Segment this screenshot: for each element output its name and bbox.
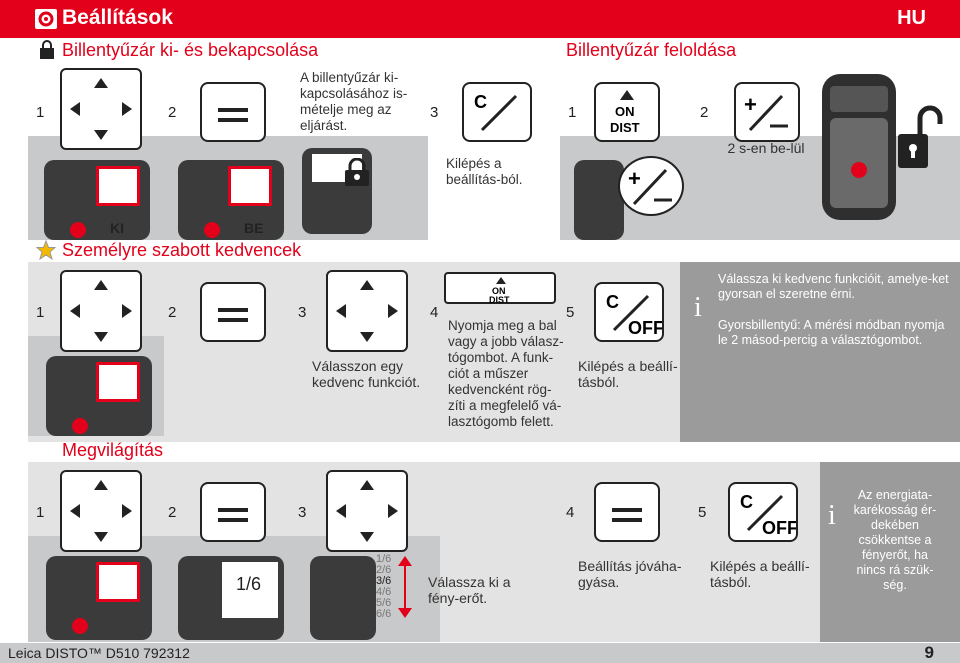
info-icon: i [694,292,702,323]
brightness-level: 1/6 [376,553,392,565]
exit-instruction: Kilépés a beállí-tásból. [710,558,810,590]
fav-shortcut-text: Gyorsbillentyű: A mérési módban nyomja l… [718,318,945,347]
light-info-text: Az energiata-karékosság ér-dekében csökk… [853,488,937,592]
repeat-instruction: A billentyűzár ki-kapcsolásához is-métel… [300,70,408,133]
step-number: 1 [568,104,577,121]
be-label: BE [244,220,264,236]
svg-text:C: C [740,492,753,512]
up-down-arrow-icon [398,556,412,623]
fav-section-title: Személyre szabott kedvencek [62,240,302,260]
unlock-section-title: Billentyűzár feloldása [566,40,737,60]
brightness-value: 1/6 [236,574,262,594]
step-number: 1 [36,504,45,521]
choose-favourite-text: Válasszon egy kedvenc funkciót. [312,358,421,390]
fav-info-text: Válassza ki kedvenc funkcióit, amelye-ke… [718,272,949,301]
unlocked-padlock-icon [896,100,946,177]
device-favourite [46,356,152,436]
navigation-pad-icon [60,270,142,352]
device-light-value [178,556,284,640]
equals-button-icon [200,82,266,142]
hold-instruction: 2 s-en be-lül [727,140,805,156]
clear-off-button-icon: C [462,82,532,142]
step-number: 2 [168,104,177,121]
confirm-text: Beállítás jóváha-gyása. [578,558,682,590]
device-be [178,160,284,240]
equals-button-icon [200,282,266,342]
step-number: 3 [430,104,439,121]
step-number: 1 [36,104,45,121]
plus-minus-button-icon: + [734,82,800,142]
device-ki [44,160,150,240]
navigation-pad-icon [326,270,408,352]
step-number: 1 [36,304,45,321]
light-info-box: i Az energiata-karékosság ér-dekében csö… [820,462,960,642]
brightness-level-selected: 3/6 [376,575,392,587]
step-number: 5 [566,304,575,321]
light-section-title: Megvilágítás [62,440,164,460]
info-icon: i [828,500,836,531]
device-light [46,556,152,640]
lock-icon [38,40,56,65]
page-title: Beállítások [62,6,173,29]
language-code: HU [897,7,926,29]
brightness-level: 4/6 [376,586,392,598]
equals-button-icon [594,482,660,542]
fav-info-box: i Válassza ki kedvenc funkcióit, amelye-… [680,262,960,442]
lock-section-title: Billentyűzár ki- és bekapcsolása [62,40,319,60]
equals-button-icon [200,482,266,542]
star-icon [35,239,57,265]
exit-instruction: Kilépés a beállítás-ból. [446,156,523,187]
step-number: 2 [168,304,177,321]
device-front [822,74,896,220]
svg-text:+: + [744,92,757,117]
press-selector-text: Nyomja meg a bal vagy a jobb válasz-tógo… [448,318,564,429]
svg-text:C: C [606,292,619,312]
navigation-pad-icon [326,470,408,552]
step-number: 4 [566,504,575,521]
step-number: 5 [698,504,707,521]
choose-brightness-text: Válassza ki a fény-erőt. [428,574,511,606]
brightness-level: 2/6 [376,564,392,576]
svg-text:DIST: DIST [610,120,640,135]
svg-text:OFF: OFF [762,518,796,538]
clear-off-button-icon: C OFF [728,482,798,542]
sun-icon [36,440,56,460]
navigation-pad-icon [60,470,142,552]
exit-instruction: Kilépés a beállí-tásból. [578,358,678,390]
svg-text:+: + [628,166,641,191]
step-number: 3 [298,504,307,521]
device-light-select [310,556,376,640]
device-unlock [574,160,624,240]
ki-label: KI [110,220,124,236]
step-number: 4 [430,304,439,321]
page-number: 9 [924,643,934,662]
svg-text:C: C [474,92,487,112]
navigation-pad-icon [60,68,142,150]
svg-text:OFF: OFF [628,318,662,338]
step-number: 2 [168,504,177,521]
padlock-icon [342,157,372,193]
step-number: 3 [298,304,307,321]
brightness-level: 6/6 [376,608,392,620]
step-number: 2 [700,104,709,121]
brightness-level-list: 1/6 2/6 3/6 4/6 5/6 6/6 [376,554,398,620]
header-bar: Beállítások HU [0,0,960,38]
svg-text:ON: ON [615,104,635,119]
brightness-level: 5/6 [376,597,392,609]
plus-minus-button-icon: + [618,156,684,216]
svg-text:DIST: DIST [489,295,510,304]
settings-icon [35,9,57,29]
clear-off-button-icon: C OFF [594,282,664,342]
footer-product: Leica DISTO™ D510 792312 [8,645,190,661]
svg-text:ON: ON [492,286,506,296]
footer: Leica DISTO™ D510 792312 9 [0,643,960,663]
